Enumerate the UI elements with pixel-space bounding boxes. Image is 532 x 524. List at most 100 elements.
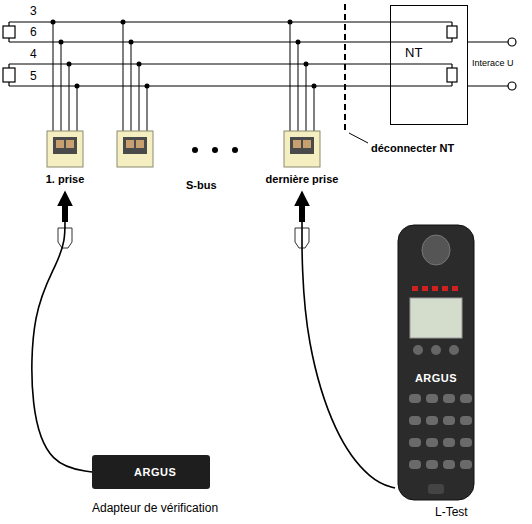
arrow-shaft [62,200,305,222]
u-interface-terminal [508,82,516,90]
test-cable [302,192,395,488]
test-phone-body [442,286,448,291]
junction-dot [67,62,72,67]
socket-wire [147,86,148,131]
leader-line [349,133,368,143]
wall-socket-body [284,131,320,167]
socket-wire [131,42,132,131]
wall-socket-body [66,140,74,148]
resistor-symbol [8,22,9,26]
junction-dot [75,84,80,89]
bus-label: S-bus [186,178,217,192]
resistor-symbol [3,26,15,38]
bus-wire [9,21,452,22]
wall-socket-body [126,140,134,148]
wire-number: 3 [30,4,37,18]
rj45-plug [58,228,309,248]
junction-dot [121,20,126,25]
test-phone-body [432,286,438,291]
nt-box: NT [390,5,468,125]
wall-socket-body [293,140,301,148]
test-phone-body [452,286,458,291]
test-phone-body [428,484,444,494]
resistor-symbol [451,22,452,26]
leader-line [349,133,368,143]
junction-dot [51,20,56,25]
ellipsis-dots [192,147,198,153]
test-phone-body [410,298,462,338]
socket-wire [61,42,62,131]
test-adapter: ARGUSAdapteur de vérification [92,455,222,517]
socket-wire [314,86,315,131]
ellipsis-dots [192,147,238,153]
resistor-symbol [3,68,15,82]
ellipsis-dots [232,147,238,153]
node-text: ARGUS [134,465,176,479]
socket-wire [53,22,314,131]
wall-socket-body [47,131,83,167]
socket-wire [77,86,78,131]
u-interface-terminal [508,38,516,46]
node-text: dernière prise [266,172,339,186]
socket-wire [306,64,307,131]
test-phone-body [412,286,418,291]
wall-socket-body [290,137,314,154]
wall-socket-body [53,137,77,154]
resistor-symbol [451,82,452,86]
test-phone-body [449,345,459,355]
wall-socket: 1. prise [25,130,105,192]
wall-socket-body [47,131,320,167]
disconnect-line [344,4,346,134]
node-caption: L-Test [435,505,468,519]
wall-socket-body [123,137,147,154]
socket-wire [139,64,140,131]
junction-dot [312,84,317,89]
junction-dot [59,40,64,45]
wire-number: 6 [30,25,37,39]
resistor-symbol [3,22,457,86]
wall-socket-body [303,140,311,148]
resistor-symbol [8,38,9,42]
test-phone: ARGUS L-Test [395,225,477,520]
wire-number: 4 [30,47,37,61]
u-interface-terminal [468,41,508,42]
test-phone-body [422,286,428,291]
test-phone-body [398,225,476,500]
ellipsis-dots [212,147,218,153]
resistor-symbol [447,68,457,82]
resistor-symbol [451,38,452,42]
junction-dot [304,62,309,67]
wall-socket-body [56,140,64,148]
resistor-symbol [8,82,9,86]
junction-dot [296,40,301,45]
bus-wire [9,22,452,86]
wire-number: 5 [30,69,37,83]
socket-wire [123,22,124,131]
wall-socket-body [117,131,153,167]
node-text: NT [405,46,422,60]
test-cable [32,192,92,472]
interface-label: Interace U [472,58,514,69]
socket-wire [290,22,291,131]
test-phone-body [413,345,423,355]
wall-socket: dernière prise [262,130,342,192]
junction-dot [129,40,134,45]
socket-wire [69,64,70,131]
junction-dot [288,20,293,25]
test-phone-body [422,235,450,265]
wall-socket-body [136,140,144,148]
note-label: déconnecter NT [371,141,454,155]
disconnect-line [344,4,346,134]
junction-dot [51,20,317,89]
node-text: ARGUS [415,371,457,385]
socket-wire [298,42,299,131]
node-text: 1. prise [46,172,85,186]
socket-wire [53,22,54,131]
u-interface-terminal [468,85,508,86]
test-phone-body [408,392,476,480]
